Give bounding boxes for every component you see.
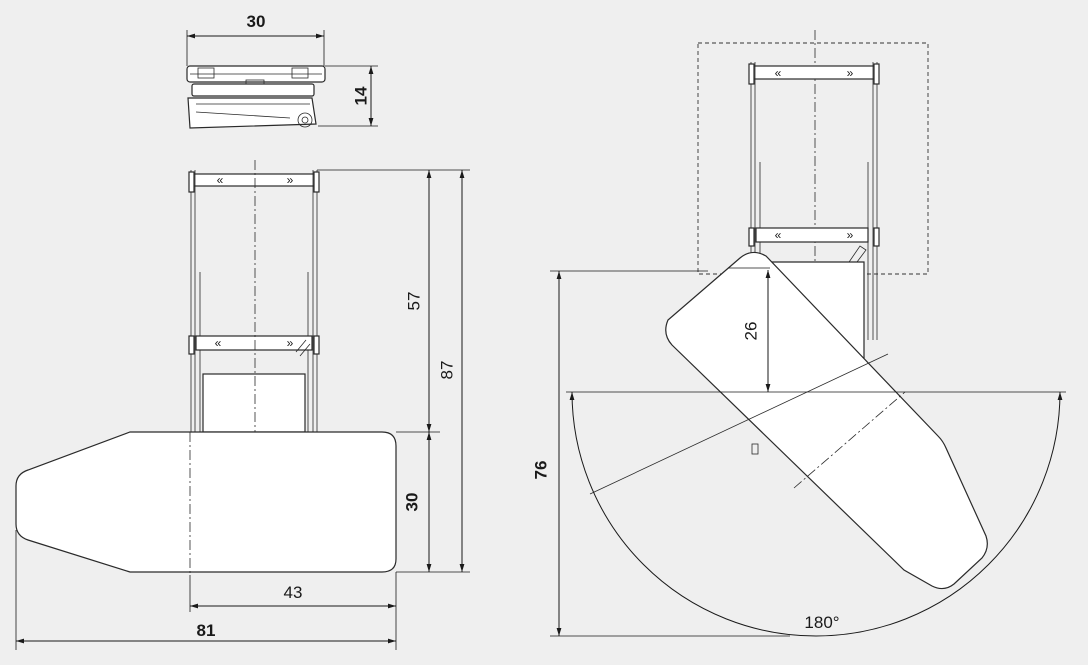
arm-left-chevron-icon: «	[217, 173, 224, 187]
arm-mid-left-chevron-icon: «	[215, 336, 222, 350]
top-bracket	[187, 97, 317, 129]
board-length-label: 81	[197, 621, 216, 640]
front-view: « » « » 57 30 87 43	[15, 160, 470, 650]
rotated-arm-mid-right-chevron-icon: »	[847, 228, 854, 242]
hinge-knob	[297, 112, 313, 128]
ironing-board-front	[15, 431, 397, 573]
board-offset-label: 43	[284, 583, 303, 602]
rotated-arm-right-chevron-icon: »	[847, 66, 854, 80]
rotated-arm-top-bar	[752, 65, 876, 80]
top-height-label: 14	[351, 86, 370, 105]
arm-mid-right-chevron-icon: »	[287, 336, 294, 350]
arm-mid-bar	[195, 335, 313, 351]
top-view: 30 14	[186, 12, 378, 129]
rotated-arm-mid-bar	[755, 227, 869, 243]
arm-right-chevron-icon: »	[287, 173, 294, 187]
rotation-arc	[569, 391, 1063, 637]
rotation-angle-label: 180°	[804, 613, 839, 632]
total-height-label: 87	[437, 361, 456, 380]
arm-top-bar	[190, 173, 318, 187]
ironing-board-rotated	[665, 251, 988, 590]
board-depth-label: 30	[402, 493, 421, 512]
rotated-height-label: 76	[531, 461, 550, 480]
rotated-arm-left-chevron-icon: «	[775, 66, 782, 80]
top-width-label: 30	[247, 12, 266, 31]
swivel-offset-label: 26	[741, 322, 760, 341]
rotated-arm-mid-left-chevron-icon: «	[775, 228, 782, 242]
arm-bracket-box	[202, 373, 306, 433]
board-axis-line	[589, 353, 889, 495]
rotated-view: « » « » 180° 26 76	[531, 30, 1066, 637]
arm-length-label: 57	[404, 292, 423, 311]
